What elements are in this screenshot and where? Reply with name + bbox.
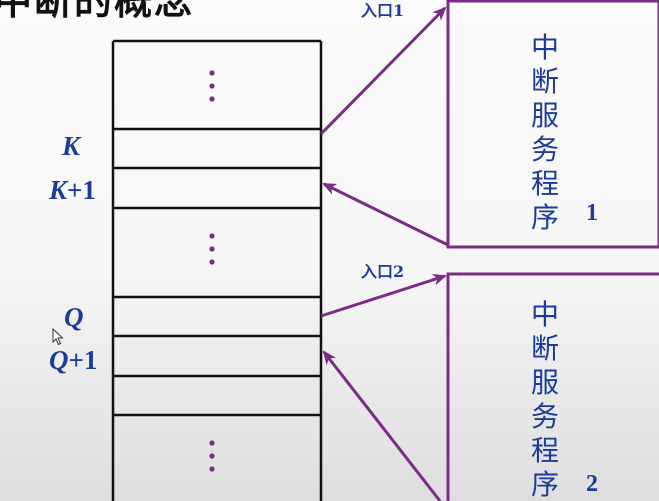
arrow-return-from-routine-1 (322, 182, 449, 247)
vertical-ellipsis-icon (209, 233, 215, 265)
service-routine-2-text: 中断服务程序 (530, 298, 559, 501)
row-label-letter: Q (49, 345, 69, 375)
row-label-suffix: +1 (67, 175, 96, 205)
row-label-k: K (62, 131, 80, 162)
mouse-pointer-icon (52, 328, 64, 346)
entry-label-1: 入口1 (361, 1, 405, 20)
vertical-ellipsis-icon (209, 70, 215, 102)
service-routine-2-number: 2 (586, 471, 598, 497)
row-label-letter: K (49, 175, 68, 205)
vector-table (111, 39, 323, 501)
row-label-suffix: +1 (68, 345, 98, 375)
row-label-letter: K (62, 131, 81, 161)
arrow-to-entry-2 (320, 273, 447, 318)
page-title: 中断的概念 (0, 0, 195, 23)
service-routine-box-2 (446, 272, 659, 501)
arrow-return-from-routine-2 (322, 350, 442, 501)
service-routine-1-number: 1 (586, 200, 598, 226)
row-label-letter: Q (64, 302, 84, 332)
row-label-q: Q (64, 302, 84, 333)
row-label-k-plus-1: K+1 (49, 175, 96, 206)
arrow-to-entry-1 (319, 6, 447, 136)
row-label-q-plus-1: Q+1 (49, 345, 97, 376)
entry-label-2: 入口2 (361, 262, 405, 281)
service-routine-box-1 (446, 0, 659, 249)
vertical-ellipsis-icon (209, 440, 215, 472)
service-routine-1-text: 中断服务程序 (530, 31, 559, 234)
